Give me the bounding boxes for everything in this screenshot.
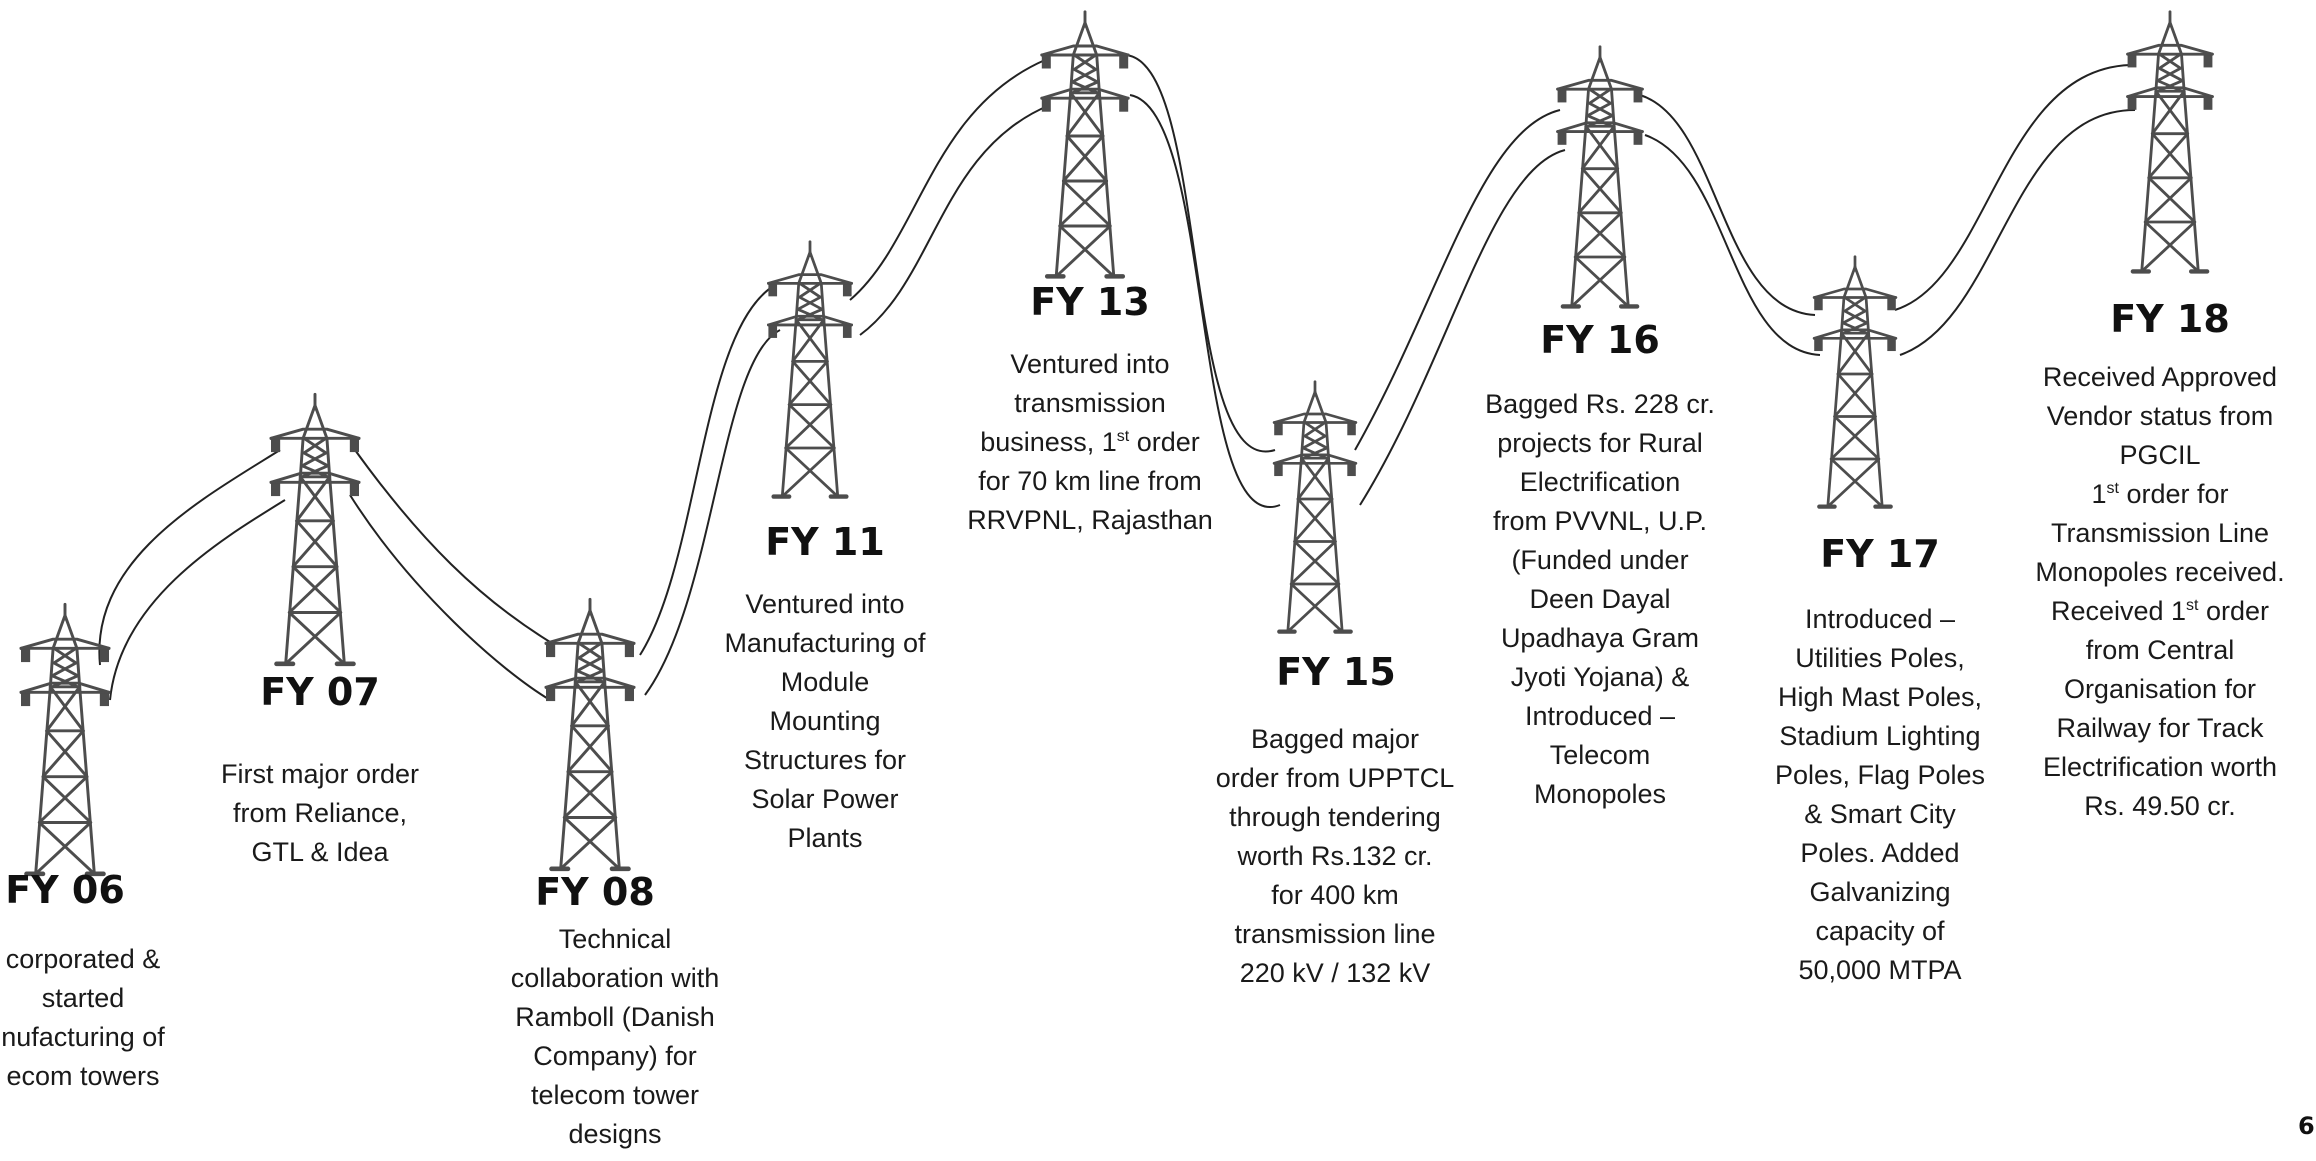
tower-icon <box>1545 45 1655 310</box>
year-label: FY 17 <box>1820 532 1940 576</box>
tower-icon <box>535 590 645 880</box>
year-label: FY 11 <box>765 520 885 564</box>
wire-line <box>1899 109 2136 356</box>
milestone-description: Introduced –Utilities Poles,High Mast Po… <box>1774 604 1986 985</box>
wire-line <box>1644 134 1821 356</box>
page-number: 6 <box>2298 1112 2315 1140</box>
wire-line <box>859 104 1051 336</box>
wire-line <box>639 284 776 656</box>
tower-icon <box>260 385 370 675</box>
year-label: FY 15 <box>1276 650 1396 694</box>
year-label: FY 07 <box>260 670 380 714</box>
wire-line <box>349 494 551 701</box>
wire-line <box>354 449 556 646</box>
tower-icon <box>1030 10 1140 280</box>
wire-line <box>98 449 281 666</box>
year-label: FY 06 <box>5 868 125 912</box>
wire-line <box>1124 54 1276 453</box>
wire-line <box>849 59 1046 301</box>
wire-line <box>1129 94 1281 509</box>
wire-line <box>1354 109 1561 451</box>
tower-icon <box>755 240 865 500</box>
year-label: FY 13 <box>1030 280 1150 324</box>
tower-icon <box>1260 380 1370 635</box>
wire-line <box>1894 64 2131 311</box>
wire-line <box>1639 94 1816 316</box>
tower-icon <box>10 595 120 885</box>
year-label: FY 18 <box>2110 297 2230 341</box>
wire-line <box>1359 149 1566 506</box>
tower-icon <box>2115 10 2225 275</box>
wire-line <box>644 329 781 696</box>
wire-line <box>109 499 286 701</box>
tower-icon <box>1800 255 1910 510</box>
year-label: FY 16 <box>1540 318 1660 362</box>
year-label: FY 08 <box>535 870 655 914</box>
